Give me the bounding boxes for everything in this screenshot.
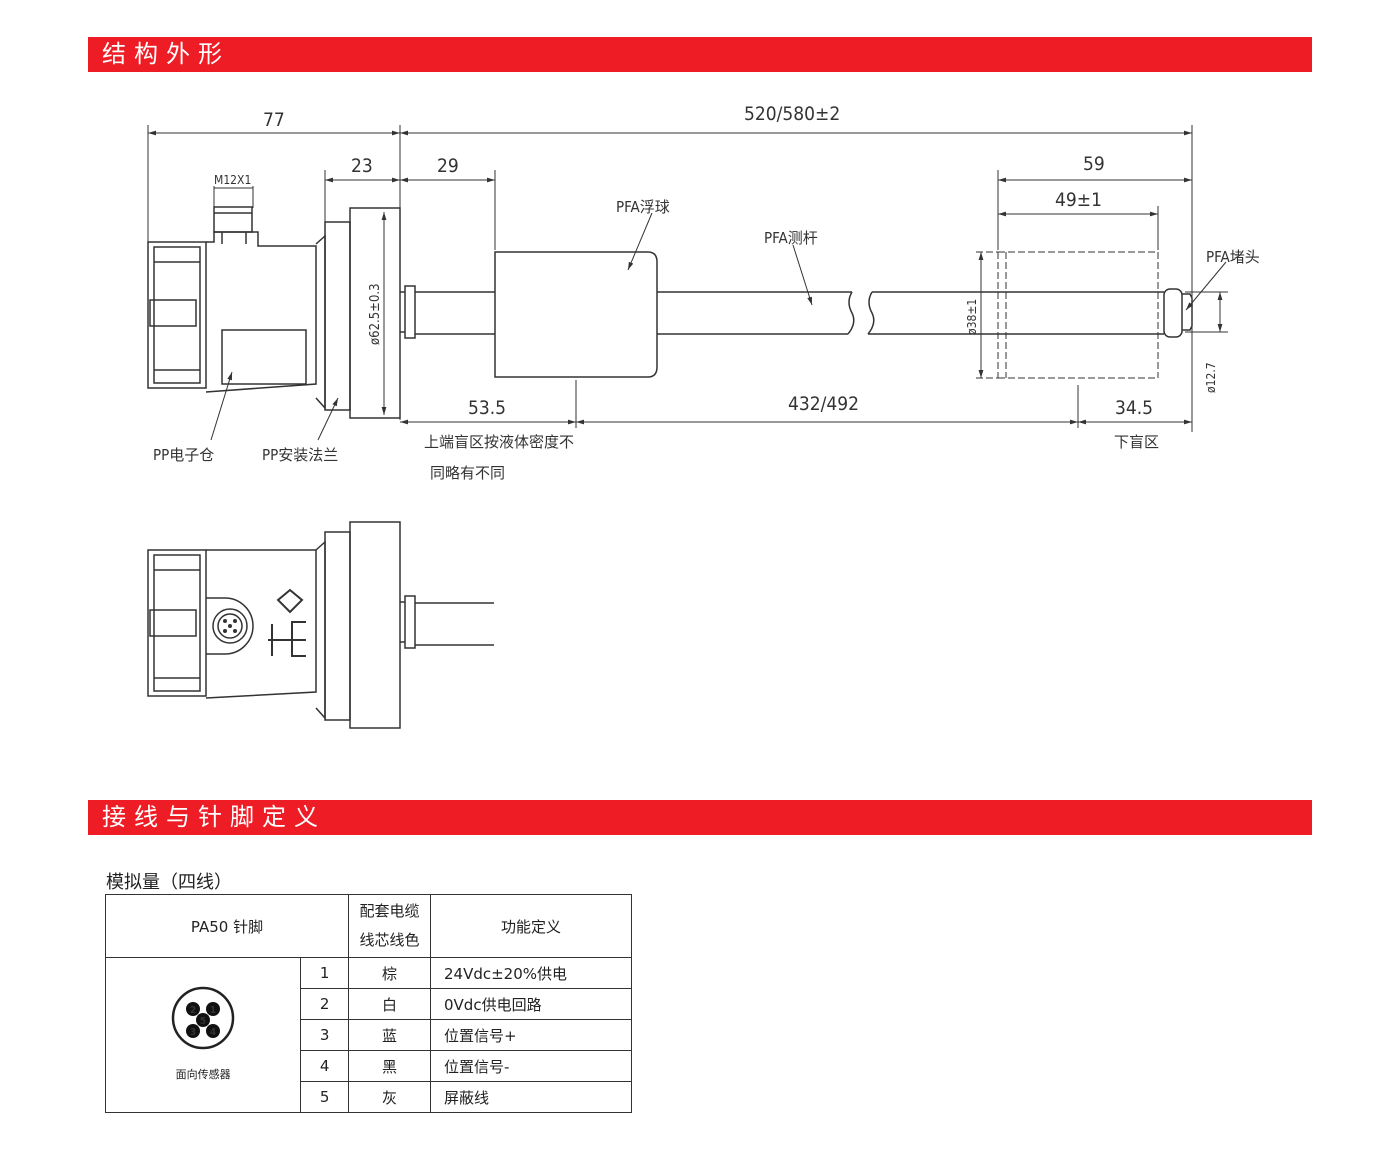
sensor-top-view: [147, 521, 494, 729]
dim-432: 432/492: [788, 393, 859, 415]
wire-color: 白: [348, 988, 431, 1020]
wire-color: 黑: [348, 1050, 431, 1082]
wiring-subtitle: 模拟量（四线）: [106, 872, 232, 893]
pin-label: 3: [190, 1027, 196, 1038]
label-flange: PP安装法兰: [262, 446, 338, 464]
label-plug: PFA堵头: [1206, 248, 1260, 266]
label-upper-blind-1: 上端盲区按液体密度不: [424, 433, 574, 451]
pin-label: 5: [200, 1016, 206, 1027]
section-header-structure: 结构外形: [88, 37, 1312, 72]
dim-23: 23: [351, 155, 373, 177]
pin-function: 24Vdc±20%供电: [430, 957, 632, 989]
dim-53-5: 53.5: [468, 397, 506, 419]
label-upper-blind-2: 同略有不同: [430, 464, 505, 482]
sensor-front-view: [147, 206, 1193, 419]
dim-dia-38: ø38±1: [965, 299, 979, 335]
technical-drawing: 77 520/580±2 23 29 59 49±1 53.5 432/492 …: [147, 103, 1260, 729]
dim-520: 520/580±2: [744, 103, 840, 125]
dim-dia-12-7: ø12.7: [1204, 362, 1218, 393]
dim-dia-62-5: ø62.5±0.3: [368, 283, 383, 345]
pin-number: 3: [300, 1019, 349, 1051]
dim-m12: M12X1: [214, 173, 251, 187]
pin-number: 1: [300, 957, 349, 989]
dim-29: 29: [437, 155, 459, 177]
pin-number: 5: [300, 1081, 349, 1113]
pin-function: 屏蔽线: [430, 1081, 632, 1113]
label-float: PFA浮球: [616, 198, 670, 216]
pin-label: 4: [210, 1027, 216, 1038]
dim-77: 77: [263, 109, 285, 131]
header-cable-color: 配套电缆 线芯线色: [348, 894, 431, 958]
wire-color: 棕: [348, 957, 431, 989]
wire-color: 蓝: [348, 1019, 431, 1051]
pin-number: 4: [300, 1050, 349, 1082]
wire-color: 灰: [348, 1081, 431, 1113]
connector-cell: 2 1 5 3 4 面向传感器: [104, 957, 302, 1113]
connector-face-icon: 2 1 5 3 4: [171, 986, 235, 1050]
pin-label: 1: [210, 1005, 216, 1016]
pin-definition-table: PA50 针脚 配套电缆 线芯线色 功能定义 2 1 5: [104, 894, 632, 1113]
pin-number: 2: [300, 988, 349, 1020]
pin-function: 位置信号-: [430, 1050, 632, 1082]
header-pin: PA50 针脚: [105, 894, 349, 958]
pin-function: 0Vdc供电回路: [430, 988, 632, 1020]
label-lower-blind: 下盲区: [1114, 433, 1159, 451]
label-housing: PP电子仓: [153, 446, 214, 464]
dim-34-5: 34.5: [1115, 397, 1153, 419]
header-function: 功能定义: [430, 894, 632, 958]
label-rod: PFA测杆: [764, 229, 818, 247]
pin-label: 2: [190, 1005, 196, 1016]
connector-caption: 面向传感器: [175, 1068, 231, 1081]
dim-59: 59: [1083, 153, 1105, 175]
pin-function: 位置信号+: [430, 1019, 632, 1051]
section-header-wiring: 接线与针脚定义: [88, 800, 1312, 835]
dim-49: 49±1: [1055, 189, 1102, 211]
